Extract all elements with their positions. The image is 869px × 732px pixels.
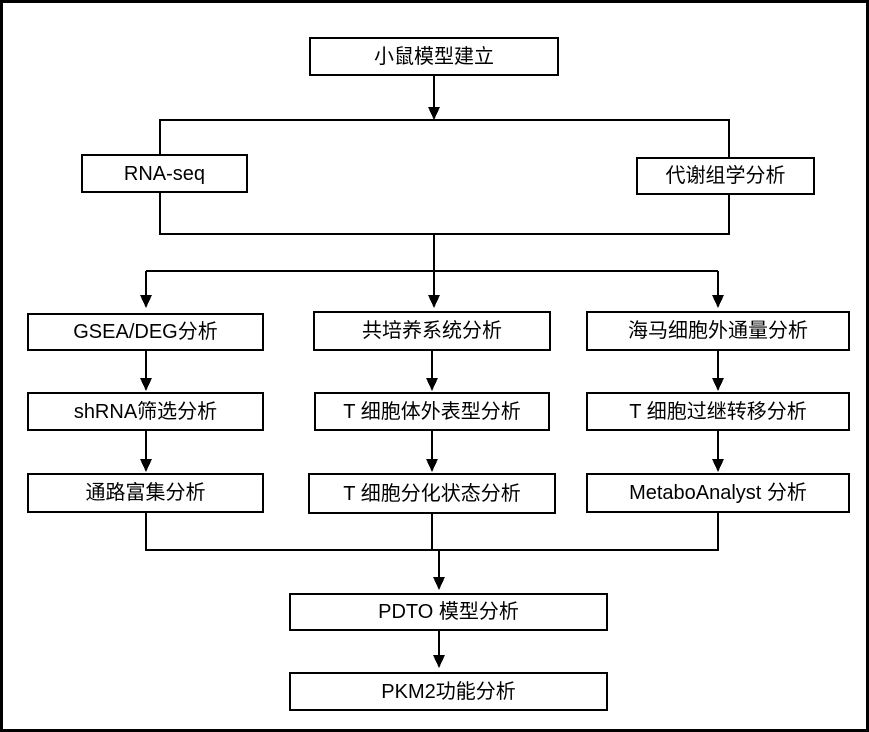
edge-col2-row2-arrowhead-icon [426,459,438,472]
node-pdto-model: PDTO 模型分析 [289,593,608,631]
node-t-cell-transfer: T 细胞过继转移分析 [586,392,850,431]
edge-pdto-arrowhead-icon [433,577,445,590]
node-mouse-model: 小鼠模型建立 [309,37,559,76]
edge-pkm2-arrowhead-icon [433,655,445,668]
node-coculture-system: 共培养系统分析 [313,311,551,351]
node-gsea-deg: GSEA/DEG分析 [27,313,264,351]
edge-col3-row2-arrowhead-icon [712,459,724,472]
edge-col1-row1-arrowhead-icon [140,378,152,391]
node-t-cell-phenotype: T 细胞体外表型分析 [314,392,550,431]
node-t-cell-differentiation: T 细胞分化状态分析 [308,473,556,514]
node-metaboanalyst: MetaboAnalyst 分析 [586,473,850,513]
edge-center-arrowhead-icon [428,295,440,308]
edge-left-branch-arrowhead-icon [140,295,152,308]
node-pkm2-function: PKM2功能分析 [289,672,608,711]
edge-col3-row1-arrowhead-icon [712,378,724,391]
node-metabolomics: 代谢组学分析 [636,157,815,195]
node-pathway-enrichment: 通路富集分析 [27,473,264,513]
edge-col2-row1-arrowhead-icon [426,378,438,391]
node-rna-seq: RNA-seq [81,154,248,193]
edge-col1-row2-arrowhead-icon [140,459,152,472]
edge-top-arrowhead-icon [428,107,440,120]
node-shrna-screen: shRNA筛选分析 [27,392,264,431]
edge-right-branch-arrowhead-icon [712,295,724,308]
node-seahorse-flux: 海马细胞外通量分析 [586,311,850,351]
